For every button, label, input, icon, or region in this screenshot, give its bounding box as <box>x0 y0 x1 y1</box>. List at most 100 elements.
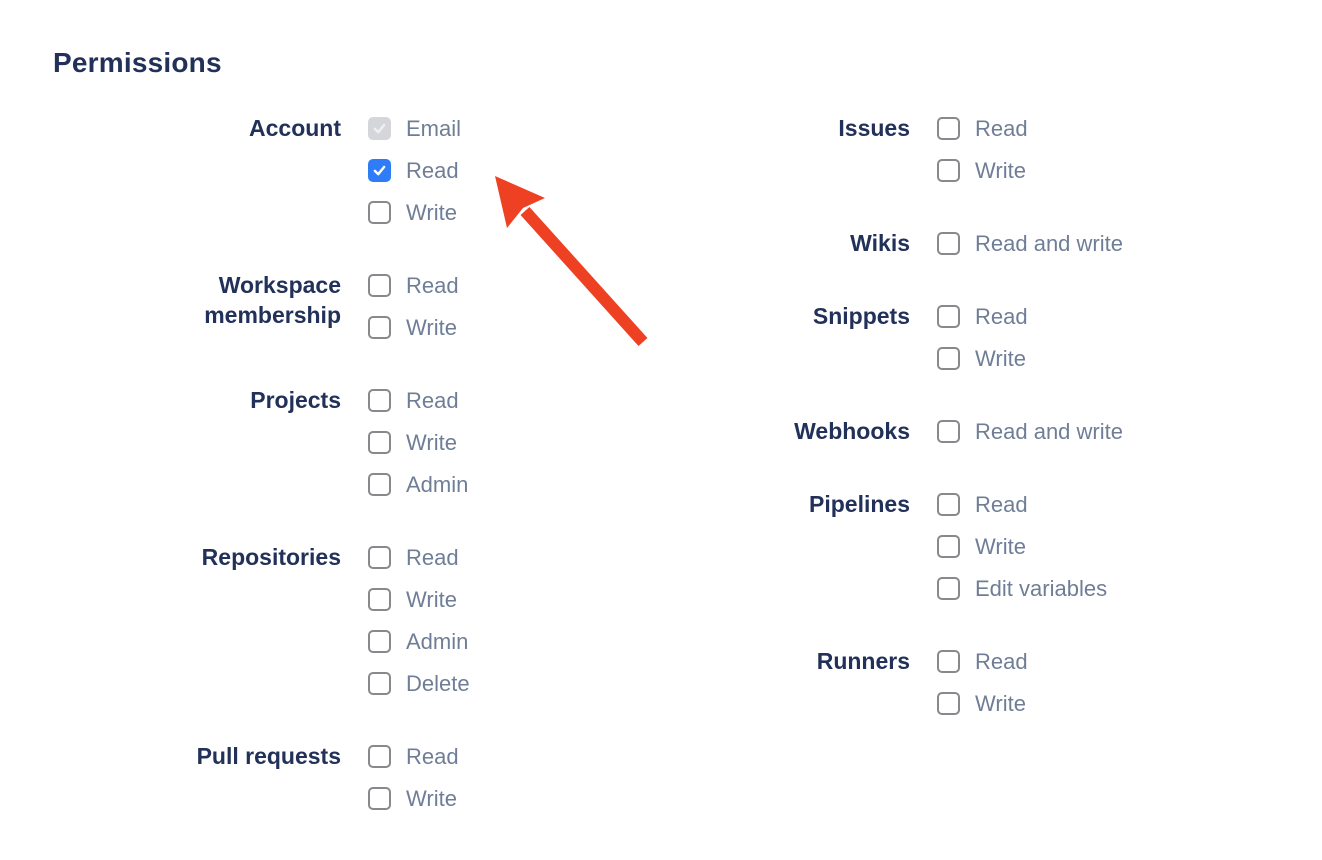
group-label-pipelines: Pipelines <box>809 491 910 517</box>
group-label-wikis: Wikis <box>850 230 910 256</box>
repositories-admin-label[interactable]: Admin <box>406 629 469 654</box>
pipelines-write-row[interactable]: Write <box>937 535 1123 558</box>
workspace-membership-read-row[interactable]: Read <box>368 274 470 297</box>
snippets-write-label[interactable]: Write <box>975 346 1026 371</box>
projects-read-row[interactable]: Read <box>368 389 470 412</box>
page-title: Permissions <box>53 47 222 78</box>
issues-write-label[interactable]: Write <box>975 158 1026 183</box>
account-email-checkbox <box>368 117 391 140</box>
pull-requests-write-label[interactable]: Write <box>406 786 457 811</box>
runners-read-label[interactable]: Read <box>975 649 1028 674</box>
pull-requests-write-row[interactable]: Write <box>368 787 470 810</box>
repositories-read-checkbox[interactable] <box>368 546 391 569</box>
pull-requests-read-label[interactable]: Read <box>406 744 459 769</box>
issues-write-checkbox[interactable] <box>937 159 960 182</box>
webhooks-read-and-write-label[interactable]: Read and write <box>975 419 1123 444</box>
projects-read-checkbox[interactable] <box>368 389 391 412</box>
workspace-membership-read-checkbox[interactable] <box>368 274 391 297</box>
repositories-write-checkbox[interactable] <box>368 588 391 611</box>
account-write-label[interactable]: Write <box>406 200 457 225</box>
group-label-webhooks: Webhooks <box>794 418 910 444</box>
group-label-issues: Issues <box>838 115 910 141</box>
webhooks-read-and-write-checkbox[interactable] <box>937 420 960 443</box>
permission-group-wikis: Wikis Read and write <box>760 230 1123 274</box>
pull-requests-write-checkbox[interactable] <box>368 787 391 810</box>
snippets-read-row[interactable]: Read <box>937 305 1123 328</box>
repositories-admin-checkbox[interactable] <box>368 630 391 653</box>
projects-write-checkbox[interactable] <box>368 431 391 454</box>
repositories-admin-row[interactable]: Admin <box>368 630 470 653</box>
runners-write-row[interactable]: Write <box>937 692 1123 715</box>
repositories-delete-checkbox[interactable] <box>368 672 391 695</box>
pull-requests-read-row[interactable]: Read <box>368 745 470 768</box>
group-label-account: Account <box>249 115 341 141</box>
wikis-read-and-write-label[interactable]: Read and write <box>975 231 1123 256</box>
workspace-membership-write-checkbox[interactable] <box>368 316 391 339</box>
pipelines-edit-variables-checkbox[interactable] <box>937 577 960 600</box>
account-write-checkbox[interactable] <box>368 201 391 224</box>
account-write-row[interactable]: Write <box>368 201 470 224</box>
projects-write-label[interactable]: Write <box>406 430 457 455</box>
pipelines-edit-variables-label[interactable]: Edit variables <box>975 576 1108 601</box>
projects-admin-label[interactable]: Admin <box>406 472 469 497</box>
pipelines-read-row[interactable]: Read <box>937 493 1123 516</box>
repositories-write-label[interactable]: Write <box>406 587 457 612</box>
runners-write-label[interactable]: Write <box>975 691 1026 716</box>
repositories-delete-row[interactable]: Delete <box>368 672 470 695</box>
projects-read-label[interactable]: Read <box>406 388 459 413</box>
issues-read-label[interactable]: Read <box>975 116 1028 141</box>
runners-read-checkbox[interactable] <box>937 650 960 673</box>
permission-group-webhooks: Webhooks Read and write <box>760 418 1123 462</box>
repositories-write-row[interactable]: Write <box>368 588 470 611</box>
snippets-read-checkbox[interactable] <box>937 305 960 328</box>
wikis-read-and-write-checkbox[interactable] <box>937 232 960 255</box>
projects-admin-checkbox[interactable] <box>368 473 391 496</box>
group-label-runners: Runners <box>816 648 910 674</box>
pipelines-read-label[interactable]: Read <box>975 492 1028 517</box>
workspace-membership-write-label[interactable]: Write <box>406 315 457 340</box>
issues-write-row[interactable]: Write <box>937 159 1123 182</box>
snippets-write-row[interactable]: Write <box>937 347 1123 370</box>
group-label-pull-requests: Pull requests <box>196 743 341 769</box>
snippets-write-checkbox[interactable] <box>937 347 960 370</box>
workspace-membership-write-row[interactable]: Write <box>368 316 470 339</box>
issues-read-checkbox[interactable] <box>937 117 960 140</box>
wikis-read-and-write-row[interactable]: Read and write <box>937 232 1123 255</box>
group-label-projects: Projects <box>250 387 341 413</box>
account-read-row[interactable]: Read <box>368 159 470 182</box>
runners-read-row[interactable]: Read <box>937 650 1123 673</box>
repositories-delete-label[interactable]: Delete <box>406 671 470 696</box>
pipelines-write-checkbox[interactable] <box>937 535 960 558</box>
group-label-snippets: Snippets <box>812 303 910 329</box>
issues-read-row[interactable]: Read <box>937 117 1123 140</box>
pull-requests-read-checkbox[interactable] <box>368 745 391 768</box>
group-label-workspace-membership: Workspace membership <box>204 272 341 328</box>
account-read-label[interactable]: Read <box>406 158 459 183</box>
group-label-repositories: Repositories <box>201 544 341 570</box>
repositories-read-row[interactable]: Read <box>368 546 470 569</box>
repositories-read-label[interactable]: Read <box>406 545 459 570</box>
account-email-label: Email <box>406 116 462 141</box>
runners-write-checkbox[interactable] <box>937 692 960 715</box>
pipelines-edit-variables-row[interactable]: Edit variables <box>937 577 1123 600</box>
projects-admin-row[interactable]: Admin <box>368 473 470 496</box>
workspace-membership-read-label[interactable]: Read <box>406 273 459 298</box>
projects-write-row[interactable]: Write <box>368 431 470 454</box>
webhooks-read-and-write-row[interactable]: Read and write <box>937 420 1123 443</box>
pipelines-read-checkbox[interactable] <box>937 493 960 516</box>
snippets-read-label[interactable]: Read <box>975 304 1028 329</box>
pipelines-write-label[interactable]: Write <box>975 534 1026 559</box>
account-read-checkbox[interactable] <box>368 159 391 182</box>
account-email-row: Email <box>368 117 470 140</box>
